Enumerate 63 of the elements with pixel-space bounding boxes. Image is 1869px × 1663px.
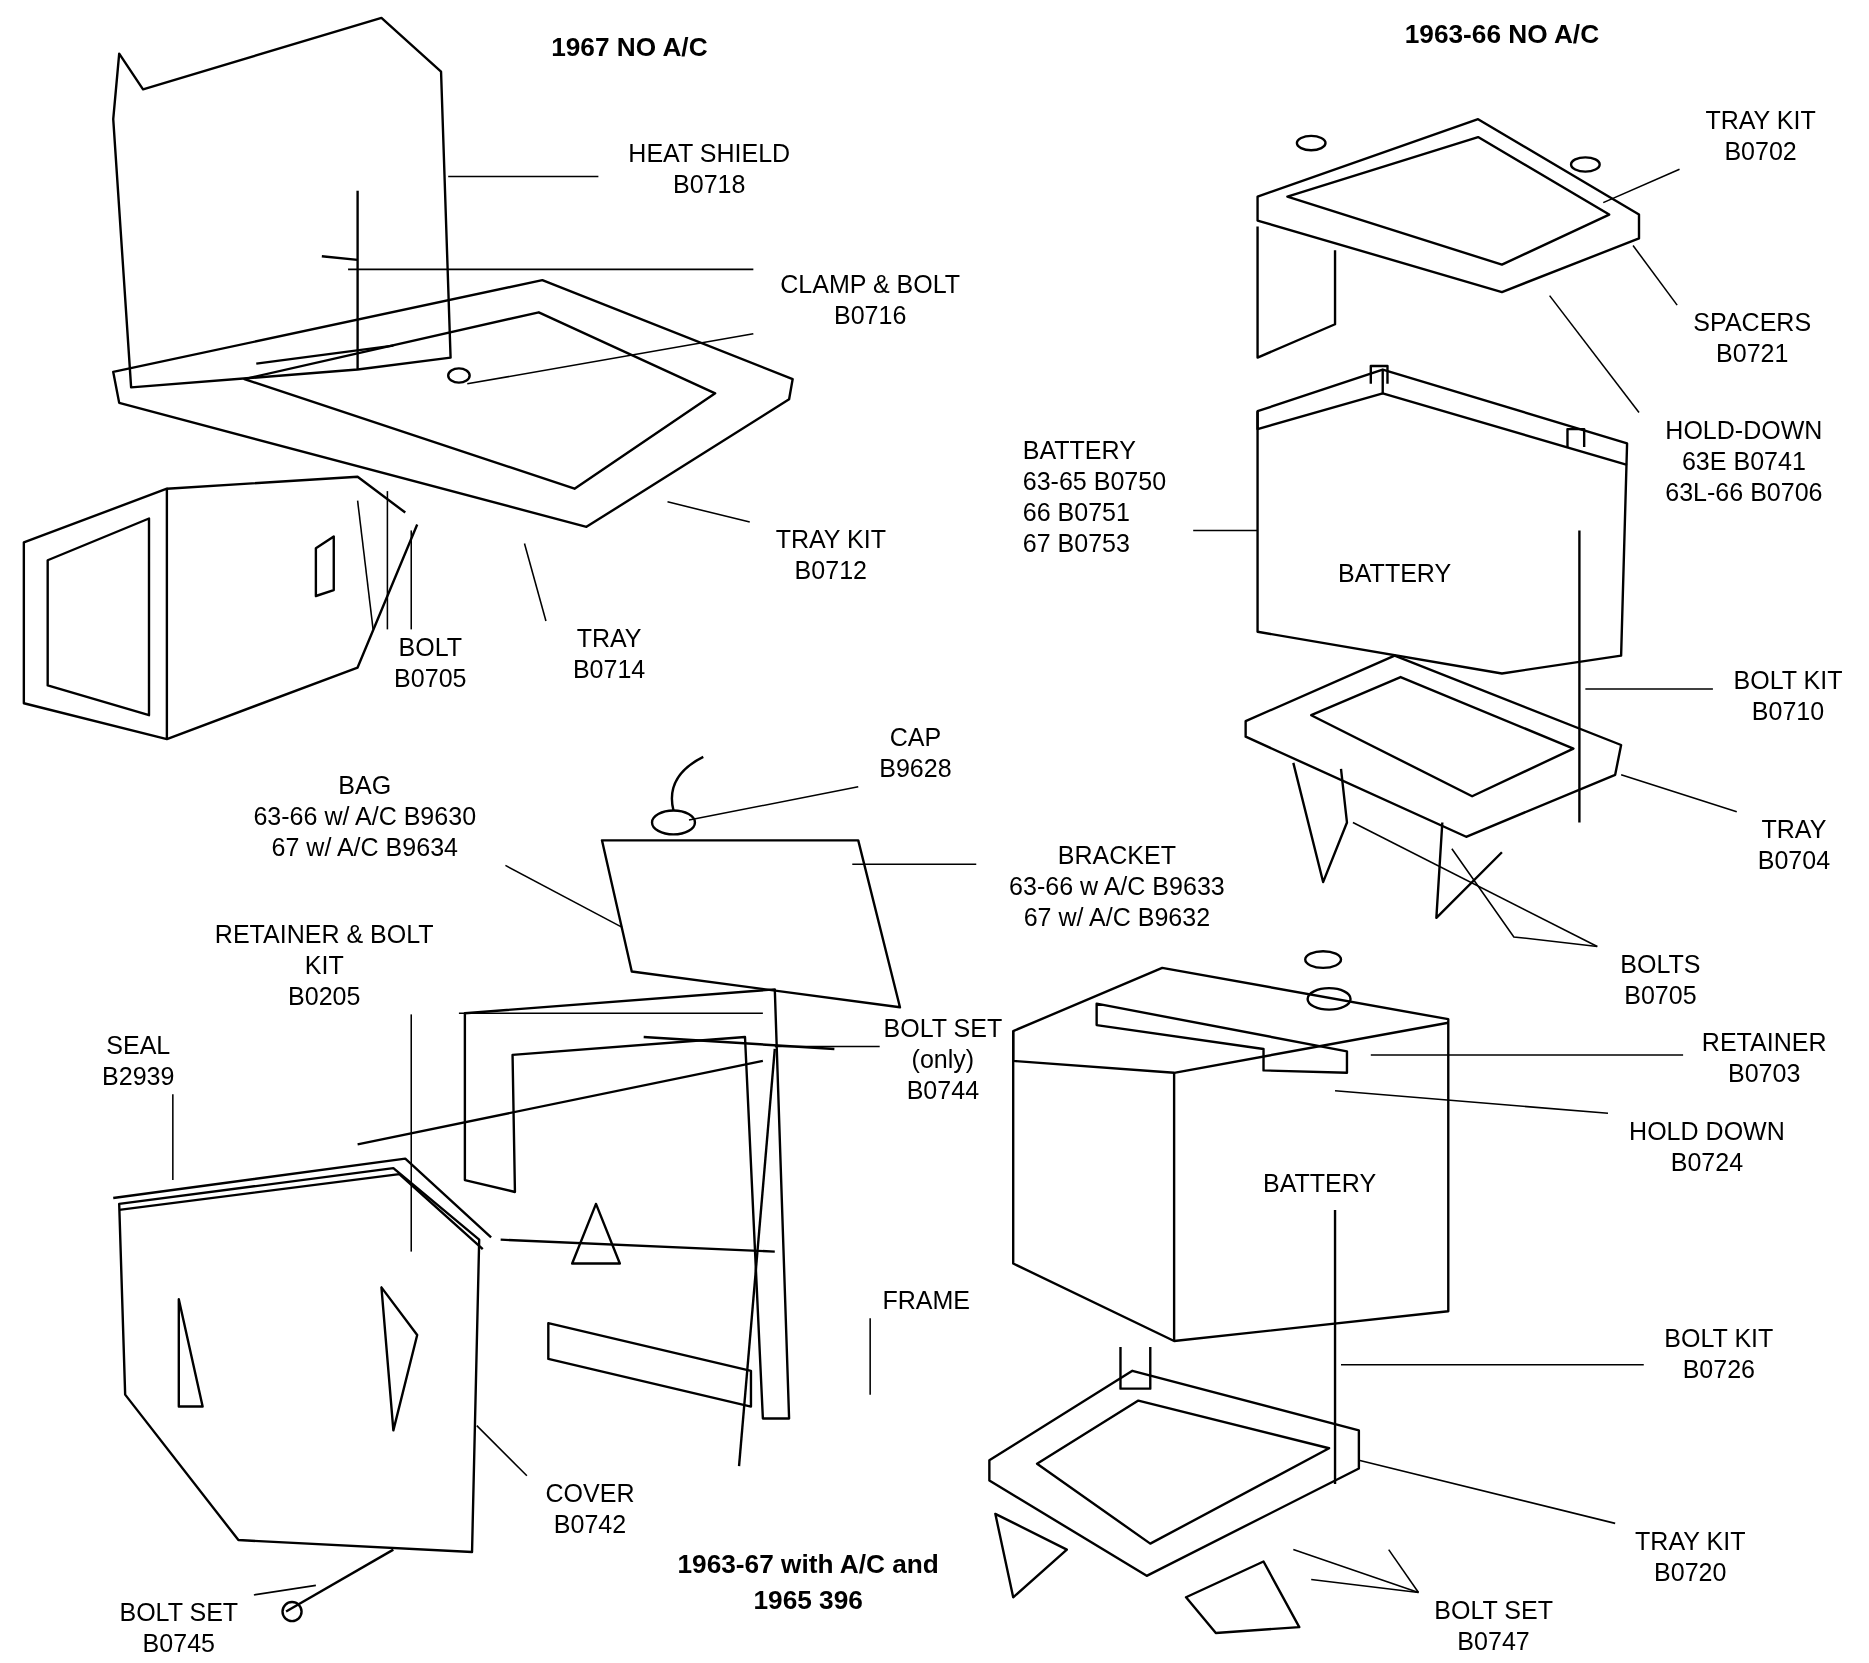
battery-marking: BATTERY bbox=[1337, 558, 1453, 589]
leader-line bbox=[523, 542, 547, 622]
leader-line bbox=[1352, 821, 1599, 948]
part-label: BATTERY 63-65 B0750 66 B0751 67 B0753 bbox=[1022, 435, 1190, 560]
leader-line bbox=[504, 864, 623, 929]
leader-line bbox=[466, 333, 755, 385]
leader-line bbox=[172, 1093, 174, 1181]
leader-line bbox=[1602, 168, 1681, 204]
part-label: SEAL B2939 bbox=[84, 1029, 192, 1092]
leader-line bbox=[1370, 1054, 1684, 1056]
leader-line bbox=[1387, 1548, 1420, 1594]
leader-line bbox=[347, 268, 755, 271]
part-label: TRAY KIT B0702 bbox=[1683, 104, 1839, 167]
part-label: RETAINER & BOLT KIT B0205 bbox=[193, 919, 456, 1012]
part-label: TRAY KIT B0712 bbox=[753, 524, 909, 587]
leader-line bbox=[386, 490, 389, 631]
leader-line bbox=[447, 175, 600, 178]
leader-line bbox=[1358, 1459, 1616, 1525]
part-label: BOLT SET B0747 bbox=[1422, 1594, 1566, 1657]
leader-line bbox=[1340, 1364, 1645, 1366]
leader-line bbox=[1310, 1578, 1420, 1594]
part-label: SPACERS B0721 bbox=[1680, 307, 1824, 370]
leader-line bbox=[688, 785, 859, 821]
leader-line bbox=[1584, 688, 1714, 690]
section-title: 1963-67 with A/C and 1965 396 bbox=[676, 1548, 940, 1618]
part-label: BOLTS B0705 bbox=[1600, 948, 1721, 1011]
leader-line bbox=[356, 499, 374, 631]
part-label: RETAINER B0703 bbox=[1686, 1027, 1842, 1090]
leader-line bbox=[253, 1584, 317, 1596]
leader-line bbox=[1632, 244, 1678, 306]
leader-line bbox=[410, 529, 412, 631]
leader-line bbox=[774, 1045, 881, 1048]
leader-line bbox=[1548, 294, 1640, 414]
section-title: 1967 NO A/C bbox=[550, 31, 709, 64]
part-label: TRAY B0704 bbox=[1740, 814, 1848, 877]
leader-line bbox=[1192, 529, 1259, 532]
leader-line bbox=[851, 863, 978, 865]
leader-line bbox=[869, 1317, 871, 1396]
part-label: BOLT KIT B0726 bbox=[1647, 1323, 1791, 1386]
leader-line bbox=[1451, 847, 1599, 948]
part-label: HOLD-DOWN 63E B0741 63L-66 B0706 bbox=[1642, 414, 1846, 508]
leader-line bbox=[1620, 774, 1738, 813]
battery-marking: BATTERY bbox=[1261, 1168, 1378, 1199]
part-label: FRAME bbox=[866, 1285, 986, 1316]
leader-line bbox=[476, 1424, 528, 1477]
part-label: HEAT SHIELD B0718 bbox=[601, 138, 817, 201]
part-label: BOLT B0705 bbox=[376, 631, 484, 694]
part-label: BOLT SET B0745 bbox=[107, 1597, 251, 1660]
part-label: CLAMP & BOLT B0716 bbox=[756, 269, 984, 332]
section-title: 1963-66 NO A/C bbox=[1403, 18, 1601, 51]
part-label: COVER B0742 bbox=[530, 1478, 650, 1541]
leader-line bbox=[410, 1013, 412, 1253]
part-label: BAG 63-66 w/ A/C B9630 67 w/ A/C B9634 bbox=[227, 770, 502, 863]
part-label: BOLT SET (only) B0744 bbox=[883, 1013, 1003, 1107]
part-label: CAP B9628 bbox=[861, 722, 970, 785]
leader-line bbox=[1334, 1089, 1609, 1115]
part-label: TRAY B0714 bbox=[549, 623, 669, 686]
part-label: BOLT KIT B0710 bbox=[1716, 665, 1860, 728]
part-label: TRAY KIT B0720 bbox=[1618, 1525, 1762, 1588]
leader-line bbox=[458, 1012, 764, 1014]
part-label: BRACKET 63-66 w A/C B9633 67 w/ A/C B9632 bbox=[979, 840, 1254, 934]
part-label: HOLD DOWN B0724 bbox=[1611, 1115, 1803, 1178]
leader-line bbox=[666, 501, 751, 523]
